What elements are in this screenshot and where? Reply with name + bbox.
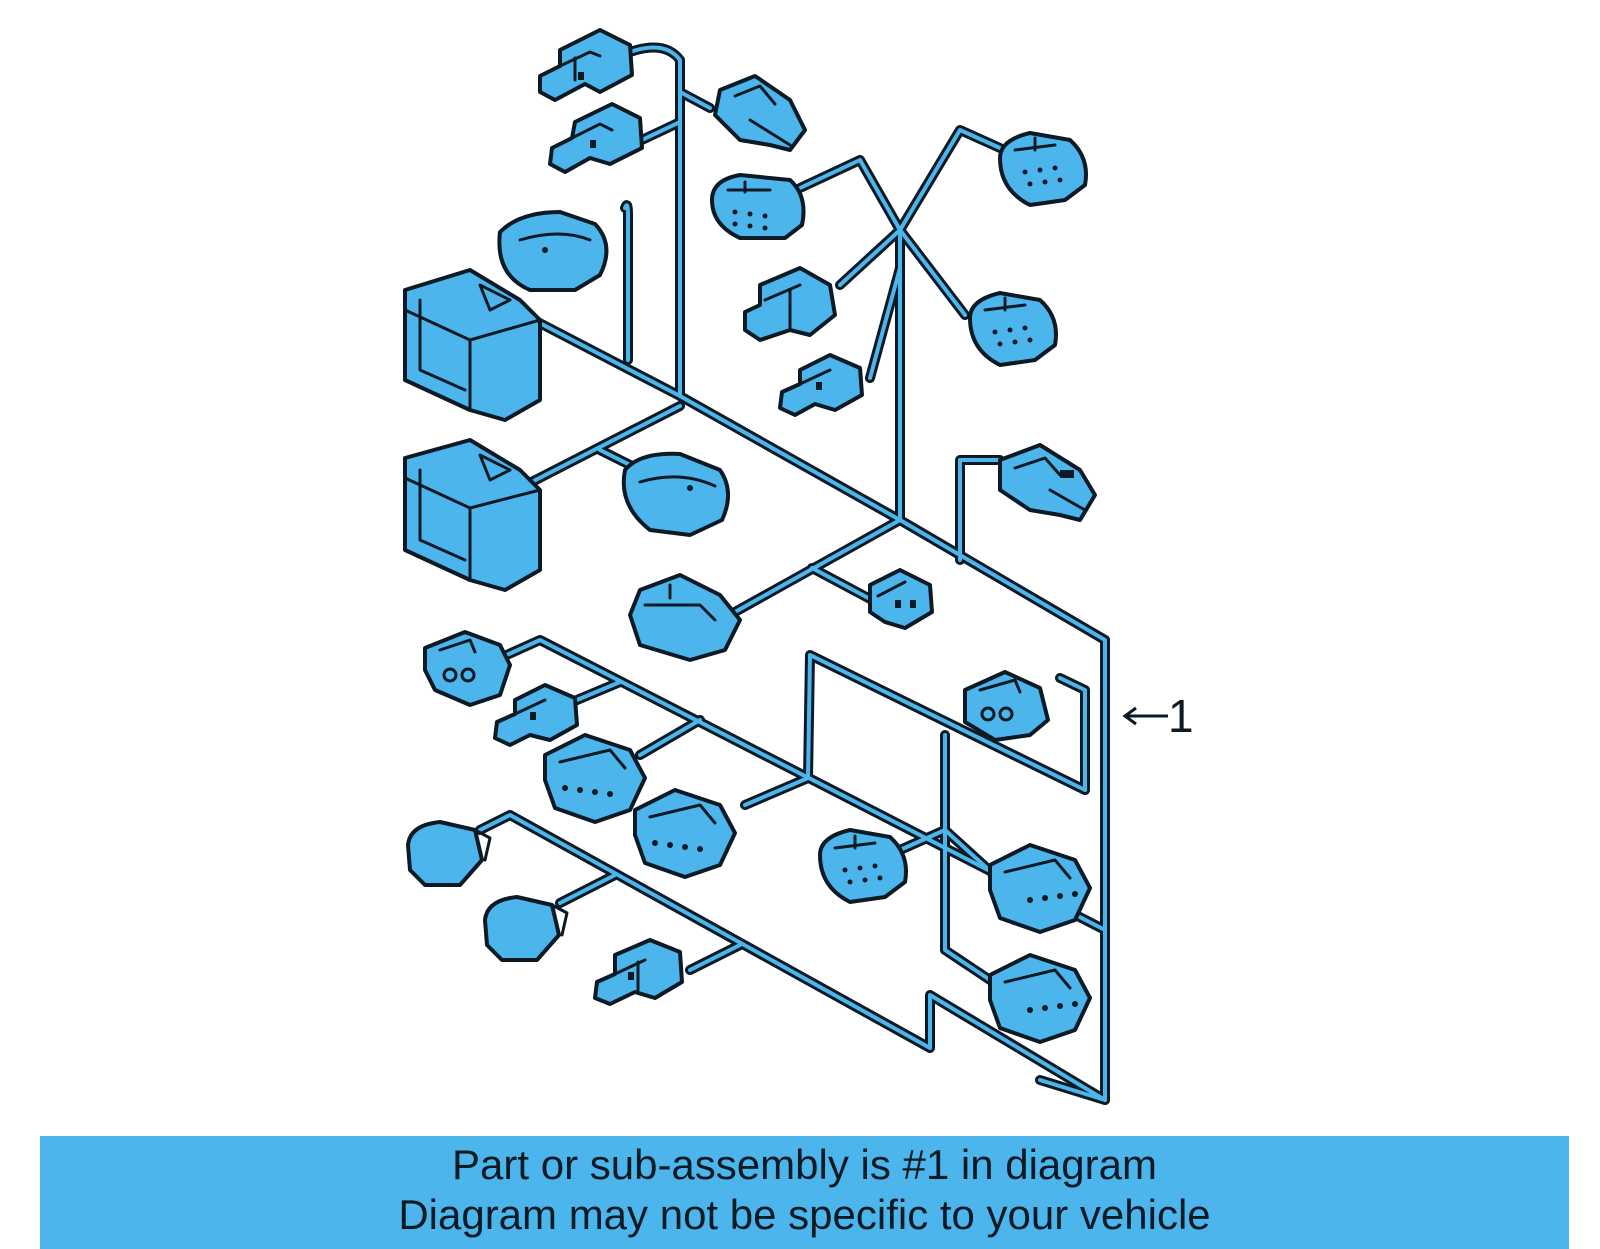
connector-2pin-bottom xyxy=(593,938,684,1006)
caption-line-2: Diagram may not be specific to your vehi… xyxy=(398,1191,1211,1238)
connector-3pin-right xyxy=(998,443,1097,522)
wire-core xyxy=(1058,676,1087,792)
wire-core xyxy=(678,90,712,110)
connector-4pin-lower-left xyxy=(543,733,647,824)
connector-2pin-round-left xyxy=(423,630,512,707)
caption-line-1: Part or sub-assembly is #1 in diagram xyxy=(452,1141,1157,1188)
wire-core xyxy=(478,813,1107,1102)
wire-core xyxy=(528,316,902,522)
wire-core xyxy=(798,128,1002,232)
connector-oval-mid xyxy=(621,451,730,537)
connector-ecu-block-lower xyxy=(403,438,542,592)
wire-core xyxy=(628,45,682,398)
wire-core xyxy=(810,566,874,602)
callout-label: 1 xyxy=(1168,690,1194,742)
connector-oval-large xyxy=(497,210,609,292)
sensor-plug-lower xyxy=(483,895,569,962)
connector-2pin-x-lower xyxy=(778,353,864,417)
connector-4pin-right-lower xyxy=(988,953,1092,1044)
connector-8pin-mid-right xyxy=(968,291,1058,367)
wire-core xyxy=(623,203,630,362)
callout-1: 1 xyxy=(1122,690,1194,742)
connector-2pin-upper xyxy=(548,102,644,174)
connector-8pin-top-right xyxy=(998,131,1088,207)
connector-3pin-angled xyxy=(713,74,807,152)
wire-outline xyxy=(625,42,685,401)
connector-4pin-mid xyxy=(628,573,742,662)
wire-core xyxy=(498,638,1107,932)
wire-core xyxy=(688,943,742,972)
wire-core xyxy=(518,404,682,490)
connector-ecu-block-upper xyxy=(403,268,542,422)
connectors xyxy=(403,28,1097,1044)
wire-outline xyxy=(795,125,1005,235)
connector-2pin-x-left xyxy=(743,266,837,342)
connector-8pin-lower-center xyxy=(818,828,908,904)
connector-2pin-top xyxy=(538,28,634,102)
wire-core xyxy=(638,718,702,757)
wire-core xyxy=(958,458,1002,562)
connector-8pin-top-center xyxy=(710,173,806,240)
connector-2pin-right-lower xyxy=(963,670,1050,742)
wire-core xyxy=(898,518,1107,1102)
wire-core xyxy=(868,266,902,380)
wire-core xyxy=(898,828,947,852)
wire-core xyxy=(943,733,992,982)
connector-2pin-small-left xyxy=(493,683,579,747)
wire-core xyxy=(733,518,902,614)
wire-core xyxy=(558,873,617,905)
connector-4pin-right-upper xyxy=(988,843,1092,934)
caption-banner: Part or sub-assembly is #1 in diagram Di… xyxy=(40,1136,1569,1249)
wire-core xyxy=(743,653,1087,807)
wire-outline xyxy=(1055,673,1090,795)
harness-wires xyxy=(475,42,1110,1105)
wire-outline xyxy=(955,455,1005,565)
sensor-plug-left xyxy=(406,820,492,887)
connector-4pin-lower-mid xyxy=(633,788,737,879)
connector-2pin-mid-right xyxy=(868,568,934,630)
